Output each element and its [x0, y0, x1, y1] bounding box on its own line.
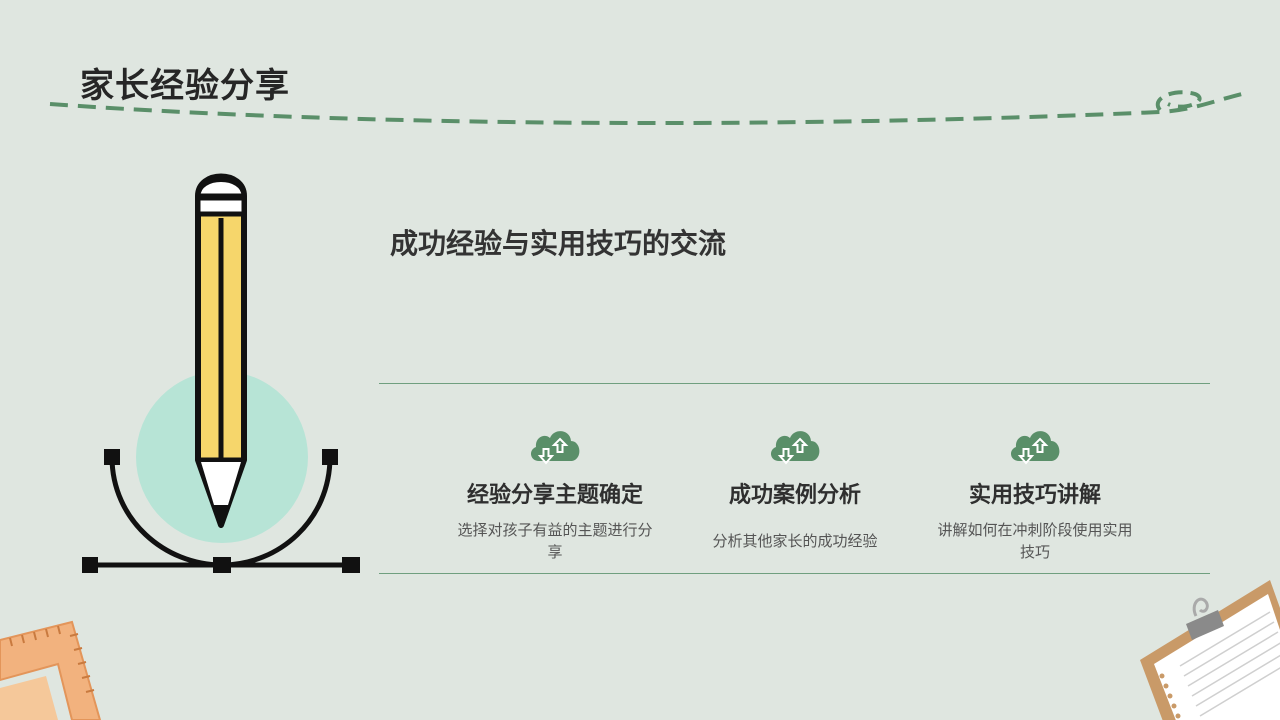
- pencil-pen-tool-icon: [82, 173, 360, 573]
- page-title: 家长经验分享: [80, 66, 290, 106]
- clipboard-icon: [1140, 580, 1280, 720]
- divider-bottom: [379, 573, 1210, 574]
- feature-description: 讲解如何在冲刺阶段使用实用技巧: [937, 521, 1133, 561]
- feature-item-3: 实用技巧讲解 讲解如何在冲刺阶段使用实用技巧: [925, 425, 1145, 563]
- feature-title: 经验分享主题确定: [466, 483, 643, 508]
- cloud-sync-icon: [530, 431, 580, 465]
- feature-description: 选择对孩子有益的主题进行分享: [457, 521, 653, 561]
- feature-title: 成功案例分析: [728, 483, 861, 508]
- divider-top: [379, 383, 1210, 384]
- feature-title: 实用技巧讲解: [968, 483, 1101, 508]
- cloud-sync-icon: [770, 431, 820, 465]
- cloud-sync-icon: [1010, 431, 1060, 465]
- ruler-icon: [0, 620, 102, 720]
- feature-description: 分析其他家长的成功经验: [712, 532, 878, 550]
- feature-item-1: 经验分享主题确定 选择对孩子有益的主题进行分享: [445, 425, 665, 563]
- dashed-divider: [49, 90, 1251, 126]
- feature-item-2: 成功案例分析 分析其他家长的成功经验: [685, 425, 905, 563]
- section-subtitle: 成功经验与实用技巧的交流: [390, 227, 727, 260]
